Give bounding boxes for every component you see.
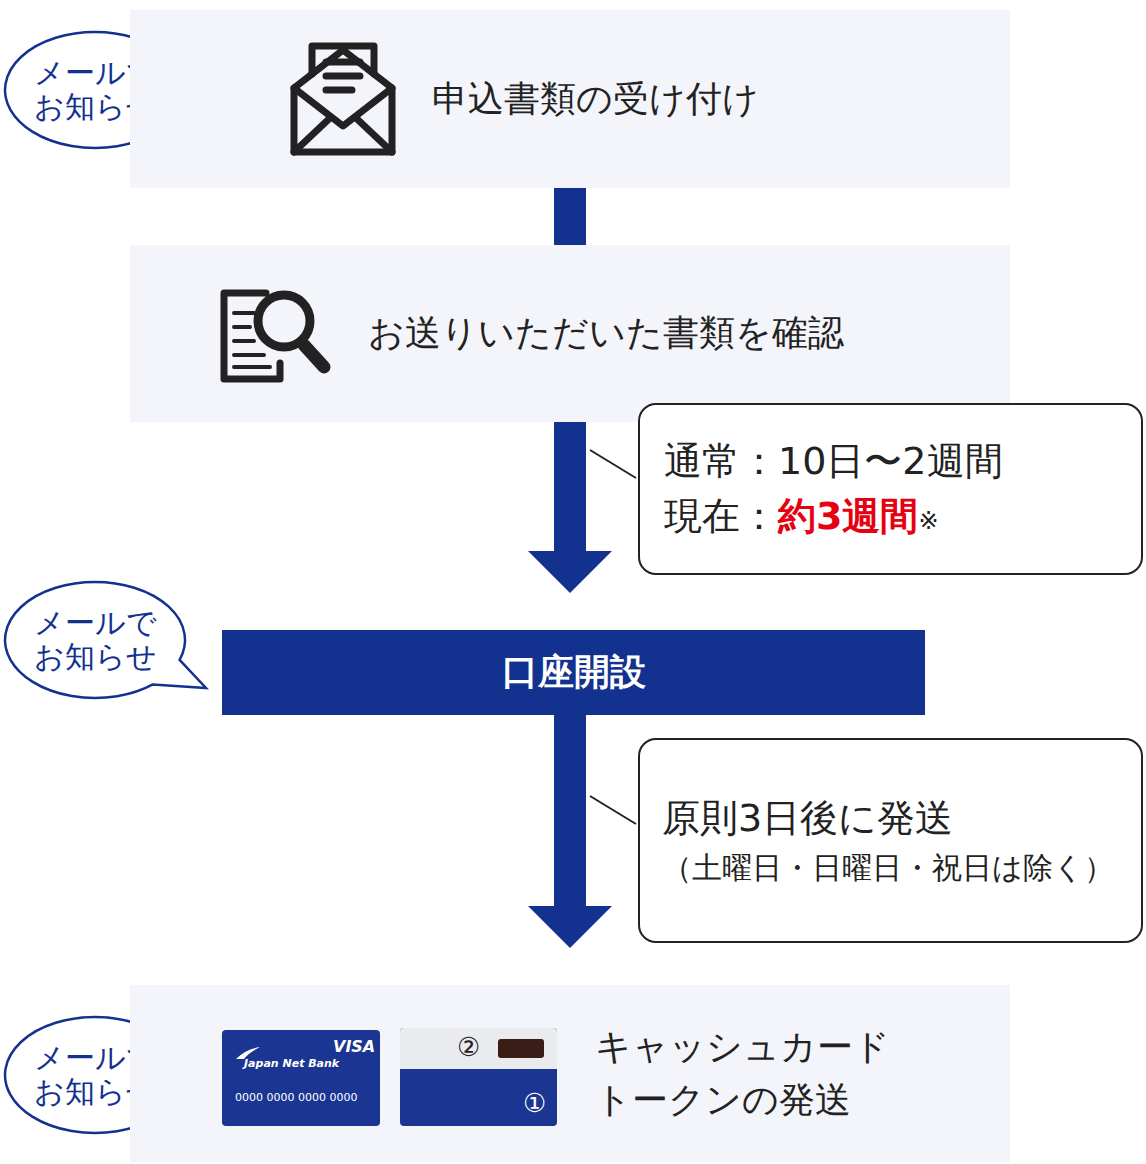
node-text: 通常：10日〜2週間 [664,439,1003,483]
text-holder: メールで お知らせ [0,578,190,702]
text-holder: キャッシュカード トークンの発送 [595,1021,925,1125]
note-callout: 通常：10日〜2週間現在：約3週間※ [638,403,1143,575]
node-text: （土曜日・日曜日・祝日は除く） [662,850,1114,885]
text-line: 申込書類の受け付け [432,73,759,125]
bubble-text: メールで お知らせ [25,606,165,675]
flow-arrow [528,715,612,948]
leader-line [590,450,636,478]
text-line: 通常：10日〜2週間 [664,434,1129,489]
node-text: お送りいただいた書類を確認 [368,312,844,353]
node-text: ※ [918,507,938,535]
milestone-bar: 口座開設 [222,630,925,715]
text-holder: 原則3日後に発送 （土曜日・日曜日・祝日は除く） [662,791,1129,890]
step-band: キャッシュカード トークンの発送 [130,985,1010,1162]
note-callout: 原則3日後に発送 （土曜日・日曜日・祝日は除く） [638,738,1143,943]
flow-arrow [570,188,571,245]
text-line: 口座開設 [502,646,646,698]
bank-name: Japan Net Bank [244,1058,339,1069]
arrow-shaft [554,715,586,907]
callout-number: ② [457,1034,480,1060]
node-text: 口座開設 [502,651,646,692]
text-line: 現在：約3週間※ [664,489,1129,544]
text-line: 原則3日後に発送 [662,791,1129,846]
node-text: 申込書類の受け付け [432,78,759,119]
cash-card [222,1030,380,1126]
node-text: キャッシュカード トークンの発送 [595,1021,925,1125]
step-band: 申込書類の受け付け [130,10,1010,188]
node-text: 現在： [664,494,778,538]
text-line: キャッシュカード トークンの発送 [595,1021,925,1125]
text-holder: 口座開設 [502,646,646,698]
envelope-icon [290,40,400,160]
callout-number: ① [523,1090,546,1116]
text-holder: 通常：10日〜2週間現在：約3週間※ [664,434,1129,544]
arrow-shaft [554,188,586,245]
card-brand: VISA [333,1039,375,1055]
flow-arrow [528,422,612,593]
text-line: メールで お知らせ [25,606,165,675]
text-holder: お送りいただいた書類を確認 [368,307,844,359]
text-line: （土曜日・日曜日・祝日は除く） [662,846,1129,890]
token-display [498,1039,544,1058]
arrow-head [528,906,612,948]
arrow-head [528,551,612,593]
node-text: 原則3日後に発送 [662,796,953,840]
card-token-illustration [220,1027,560,1137]
text-holder: 申込書類の受け付け [432,73,759,125]
step-band: お送りいただいた書類を確認 [130,245,1010,422]
leader-line [590,796,636,824]
speech-bubble: メールで お知らせ [0,578,210,708]
text-line: お送りいただいた書類を確認 [368,307,844,359]
card-number: 0000 0000 0000 0000 [235,1092,357,1103]
node-text: 約3週間 [778,494,918,538]
token [400,1028,557,1126]
arrow-shaft [554,422,586,552]
document-search-icon [220,283,340,393]
